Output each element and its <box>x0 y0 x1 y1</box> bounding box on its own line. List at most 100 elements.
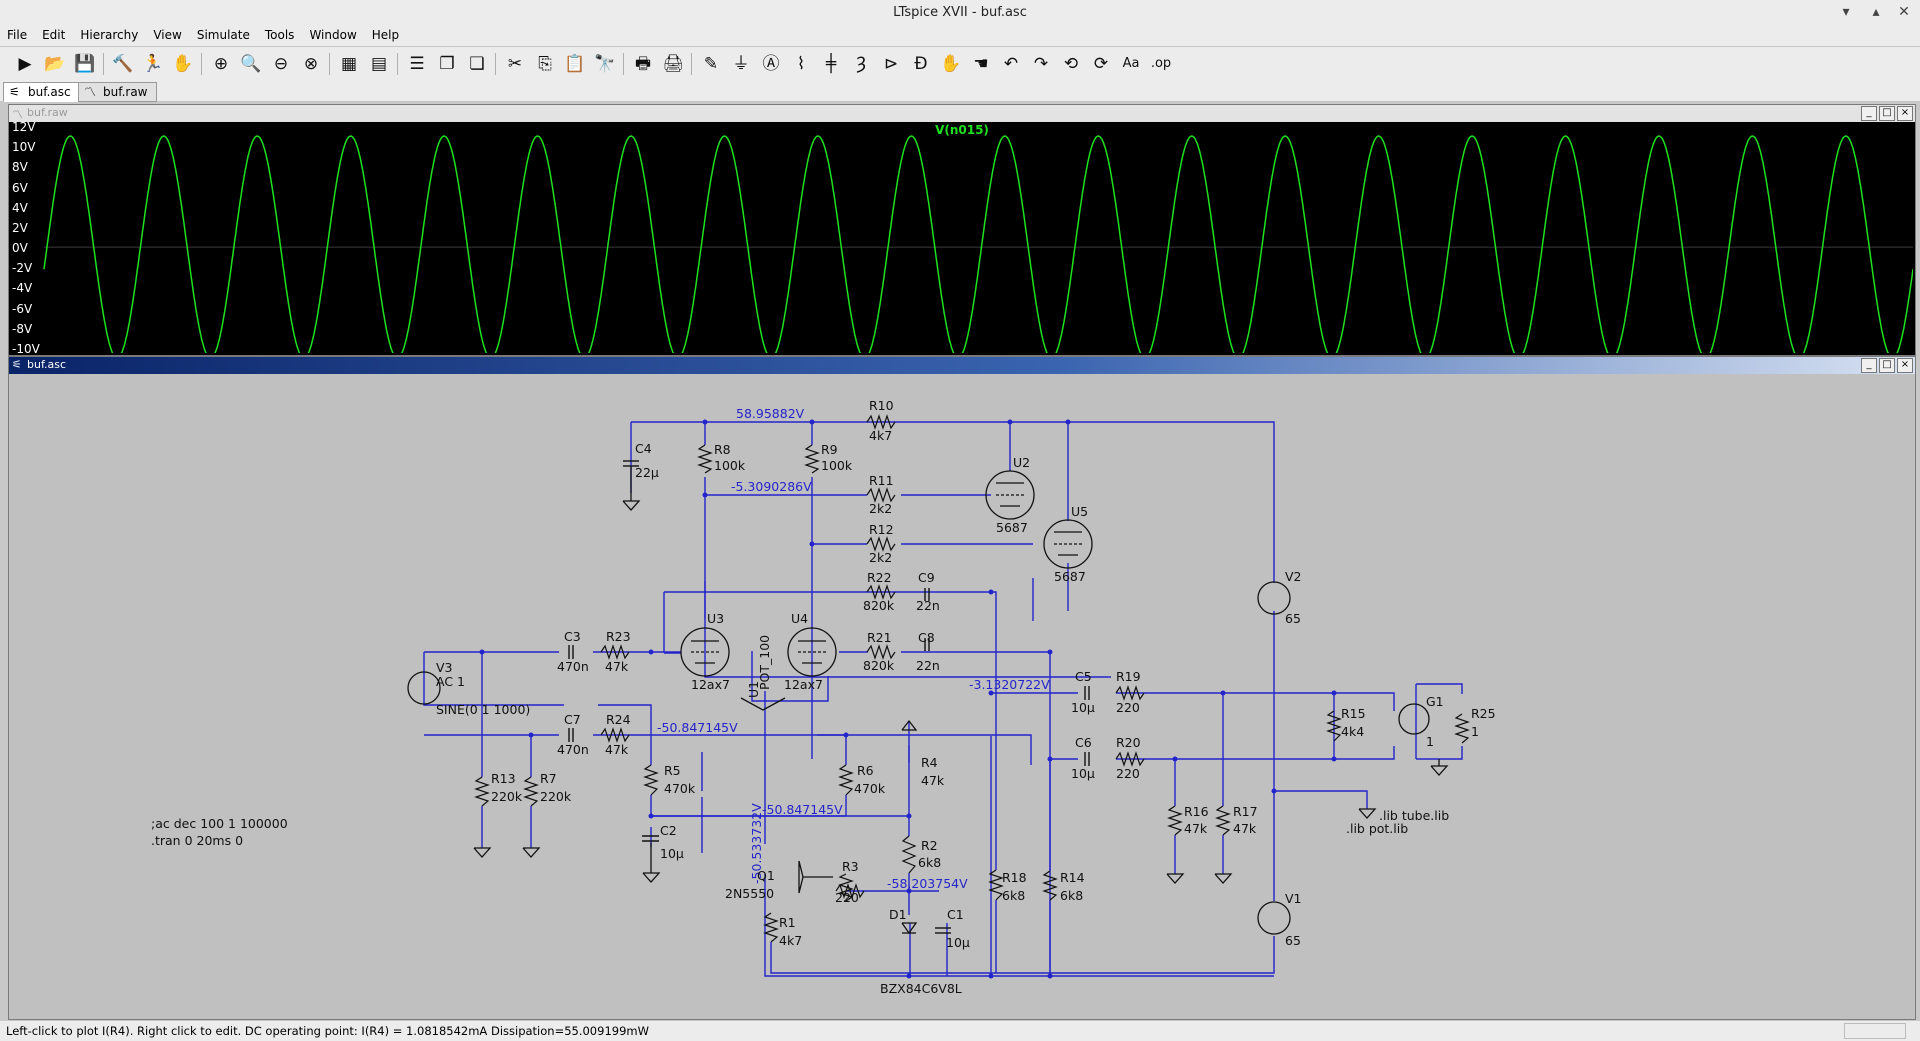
component-value[interactable]: 6k8 <box>918 855 941 870</box>
component-ref[interactable]: R3 <box>842 859 859 874</box>
text-icon[interactable]: Aa <box>1122 56 1140 71</box>
spice-directive[interactable]: .lib pot.lib <box>1346 821 1408 836</box>
component-ref[interactable]: U2 <box>1013 455 1030 470</box>
component-value[interactable]: 4k7 <box>779 933 802 948</box>
component-value[interactable]: 470k <box>854 781 886 796</box>
component-value[interactable]: 470n <box>557 742 589 757</box>
component-ref[interactable]: Q1 <box>757 868 775 883</box>
component-value[interactable]: 470n <box>557 659 589 674</box>
zoom-in-icon[interactable]: ⊕ <box>213 54 229 74</box>
component-value[interactable]: 6k8 <box>1060 888 1083 903</box>
component-value[interactable]: 10µ <box>946 935 970 950</box>
component-ref[interactable]: R15 <box>1341 706 1366 721</box>
spice-directive[interactable]: ;ac dec 100 1 100000 <box>151 816 288 831</box>
component-ref[interactable]: R8 <box>714 442 731 457</box>
component-value[interactable]: 1 <box>1471 724 1479 739</box>
mirror-icon[interactable]: ⟳ <box>1093 54 1109 74</box>
component-value[interactable]: 2k2 <box>869 550 892 565</box>
halt-icon[interactable]: ✋ <box>172 54 194 74</box>
component-value[interactable]: 6k8 <box>1002 888 1025 903</box>
component-value[interactable]: 100k <box>821 458 853 473</box>
paste-icon[interactable]: 📋 <box>564 54 586 74</box>
component-ref[interactable]: R7 <box>540 771 557 786</box>
component-value[interactable]: 2N5550 <box>725 886 774 901</box>
component-ref[interactable]: R4 <box>921 755 938 770</box>
component-ref[interactable]: R16 <box>1184 804 1209 819</box>
schematic-maximize-button[interactable]: □ <box>1879 358 1895 373</box>
rotate-icon[interactable]: ⟲ <box>1063 54 1079 74</box>
component-ref[interactable]: C6 <box>1075 735 1092 750</box>
voltage-label[interactable]: -58.203754V <box>887 876 968 891</box>
component-ref[interactable]: C7 <box>564 712 581 727</box>
menu-file[interactable]: File <box>7 28 28 42</box>
move-icon[interactable]: ✋ <box>940 54 962 74</box>
component-value[interactable]: 220k <box>491 789 523 804</box>
grid-icon[interactable]: ▤ <box>370 54 388 74</box>
component-value[interactable]: 220 <box>835 890 859 905</box>
component-ref[interactable]: R24 <box>606 712 631 727</box>
control-panel-icon[interactable]: 🔨 <box>112 54 134 74</box>
component-ref[interactable]: R14 <box>1060 870 1085 885</box>
component-ref[interactable]: R23 <box>606 629 631 644</box>
component-ref[interactable]: R20 <box>1116 735 1141 750</box>
component-value[interactable]: 10µ <box>660 846 684 861</box>
ground-icon[interactable]: ⏚ <box>732 54 750 74</box>
schematic-canvas[interactable]: 58.95882V -5.3090286V -50.847145V -50.84… <box>9 374 1915 1019</box>
component-value[interactable]: 820k <box>863 658 895 673</box>
component-value[interactable]: 47k <box>605 659 629 674</box>
component-ref[interactable]: C8 <box>918 630 935 645</box>
menu-help[interactable]: Help <box>371 28 400 42</box>
component-ref[interactable]: R21 <box>867 630 892 645</box>
component-value[interactable]: POT_100 <box>757 635 772 690</box>
component-ref[interactable]: R19 <box>1116 669 1141 684</box>
tab-buf-asc[interactable]: ⚟ buf.asc <box>3 82 80 102</box>
component-ref[interactable]: R12 <box>869 522 894 537</box>
menu-hierarchy[interactable]: Hierarchy <box>80 28 139 42</box>
component-value[interactable]: 12ax7 <box>784 677 823 692</box>
voltage-label[interactable]: -3.1320722V <box>969 677 1050 692</box>
component-ref[interactable]: V3 <box>436 660 453 675</box>
component-value[interactable]: 5687 <box>996 520 1028 535</box>
component-ref[interactable]: R25 <box>1471 706 1496 721</box>
component-icon[interactable]: Ð <box>914 54 928 74</box>
inductor-icon[interactable]: Ȝ <box>855 54 867 74</box>
component-ref[interactable]: V1 <box>1285 891 1302 906</box>
print-setup-icon[interactable]: 🖨 <box>662 54 684 74</box>
schematic-close-button[interactable]: × <box>1897 358 1913 373</box>
component-value[interactable]: AC 1 <box>436 674 465 689</box>
tile-vertical-icon[interactable]: ❏ <box>469 54 485 74</box>
component-value[interactable]: 65 <box>1285 611 1301 626</box>
component-value[interactable]: 2k2 <box>869 501 892 516</box>
component-ref[interactable]: C1 <box>947 907 964 922</box>
zoom-fit-icon[interactable]: ⊗ <box>303 54 319 74</box>
component-value[interactable]: 470k <box>664 781 696 796</box>
run-icon[interactable]: ▶ <box>18 54 32 74</box>
menu-simulate[interactable]: Simulate <box>196 28 250 42</box>
component-ref[interactable]: C2 <box>660 823 677 838</box>
cascade-icon[interactable]: ❐ <box>439 54 455 74</box>
voltage-label[interactable]: -50.533732V <box>749 803 764 884</box>
component-ref[interactable]: V2 <box>1285 569 1302 584</box>
component-ref[interactable]: R13 <box>491 771 516 786</box>
component-ref[interactable]: R5 <box>664 763 681 778</box>
component-ref[interactable]: D1 <box>889 907 907 922</box>
component-value[interactable]: 65 <box>1285 933 1301 948</box>
draw-wire-icon[interactable]: ✎ <box>703 54 719 74</box>
capacitor-icon[interactable]: ╪ <box>825 54 837 74</box>
component-value[interactable]: 22n <box>916 658 940 673</box>
component-value[interactable]: 12ax7 <box>691 677 730 692</box>
label-net-icon[interactable]: Ⓐ <box>762 54 780 74</box>
open-icon[interactable]: 📂 <box>44 54 66 74</box>
voltage-label[interactable]: 58.95882V <box>736 406 805 421</box>
component-ref[interactable]: U3 <box>707 611 724 626</box>
spice-directive[interactable]: .lib tube.lib <box>1379 808 1449 823</box>
redo-icon[interactable]: ↷ <box>1033 54 1049 74</box>
component-ref[interactable]: C9 <box>918 570 935 585</box>
component-ref[interactable]: C3 <box>564 629 581 644</box>
component-ref[interactable]: U4 <box>791 611 808 626</box>
component-ref[interactable]: C5 <box>1075 669 1092 684</box>
component-value[interactable]: 47k <box>1233 821 1257 836</box>
spice-directive-icon[interactable]: .op <box>1150 56 1172 71</box>
component-value[interactable]: 10µ <box>1071 700 1095 715</box>
